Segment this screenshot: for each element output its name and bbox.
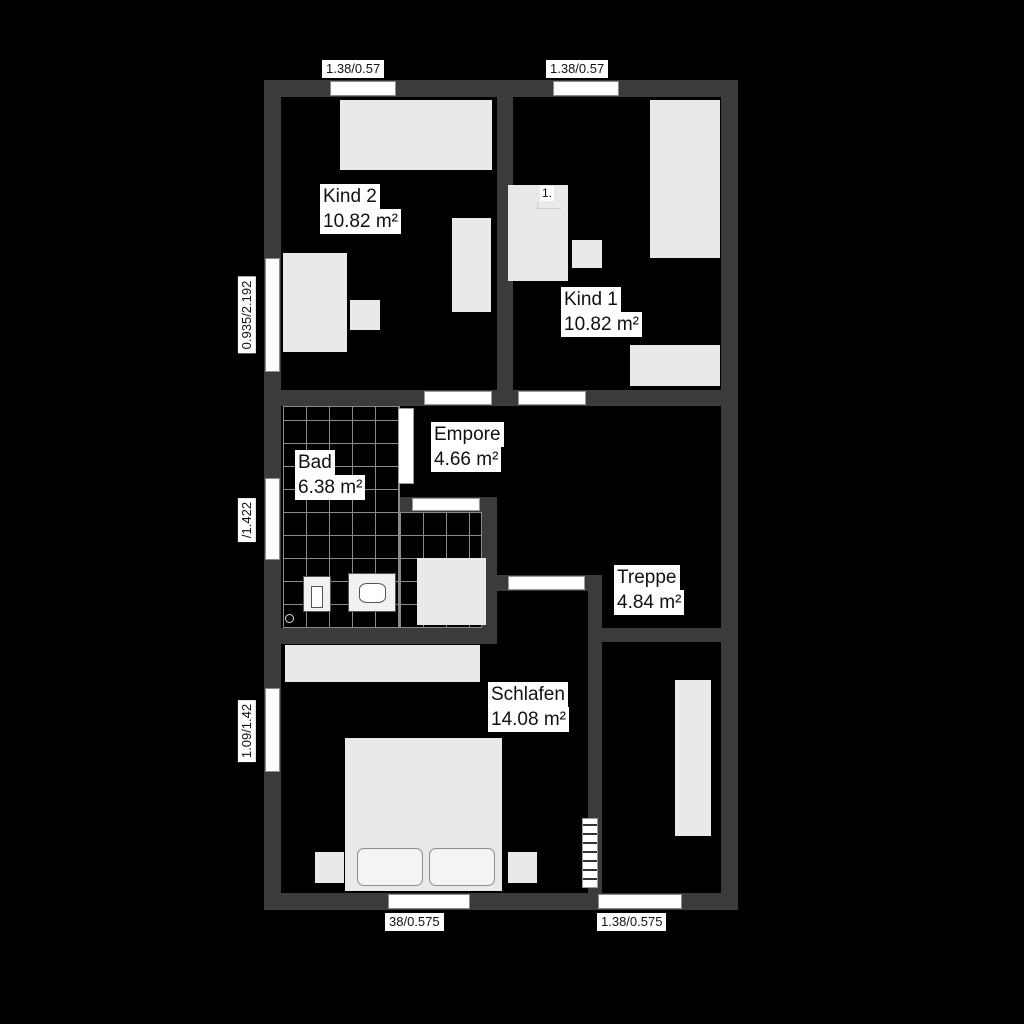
room-area: 6.38 m² [295,475,366,501]
schlafen-pillow-right [429,848,495,886]
shower [417,558,486,625]
dim-marker: 1. [540,186,555,201]
sink-basin [359,583,386,603]
room-name: Schlafen [488,682,568,708]
dim-bottom-left: 38/0.575 [385,913,444,932]
room-area: 4.84 m² [614,590,685,616]
schlafen-wardrobe [285,645,480,682]
kind2-desk [452,218,491,312]
room-label-treppe: Treppe 4.84 m² [614,565,685,616]
right-room-closet [675,680,711,836]
door-kind1 [518,391,586,405]
wall-east-vertical [588,575,602,893]
window-top-right [553,81,619,96]
room-name: Treppe [614,565,680,591]
empore-railing [398,408,414,484]
kind1-bed [508,185,568,281]
dim-marker-tick [537,202,538,209]
dim-left-middle: /1.422 [237,497,257,543]
room-label-kind2: Kind 2 10.82 m² [320,184,401,235]
bath-tile-floor [283,406,400,628]
door-bad [412,498,480,511]
window-bottom-right [598,894,682,909]
window-left-upper [265,258,280,372]
dim-left-lower: 1.09/1.42 [237,699,257,763]
sink [348,573,396,612]
room-name: Kind 2 [320,184,380,210]
schlafen-nightstand-left [315,852,344,883]
room-area: 4.66 m² [431,447,502,473]
window-top-left [330,81,396,96]
room-name: Bad [295,450,335,476]
toilet-bowl [311,586,323,608]
room-area: 14.08 m² [488,707,569,733]
kind1-wardrobe [650,100,720,258]
window-left-middle [265,478,280,560]
room-label-bad: Bad 6.38 m² [295,450,366,501]
schlafen-pillow-left [357,848,423,886]
wall-interior-main [281,390,721,406]
wall-outer-right [721,80,738,910]
kind2-wardrobe [340,100,492,170]
door-right-room [582,818,598,888]
wall-treppe-south [602,628,721,642]
door-kind2 [424,391,492,405]
kind2-nightstand [350,300,380,330]
wall-bad-south [281,628,497,644]
room-area: 10.82 m² [561,312,642,338]
room-label-kind1: Kind 1 10.82 m² [561,287,642,338]
schlafen-nightstand-right [508,852,537,883]
dim-top-right: 1.38/0.57 [546,60,609,79]
dim-bottom-right: 1.38/0.575 [597,913,667,932]
room-label-empore: Empore 4.66 m² [431,422,504,473]
toilet [303,576,331,612]
window-bottom-left [388,894,470,909]
room-name: Kind 1 [561,287,621,313]
kind1-dresser [630,345,720,386]
door-hinge-dot [285,614,294,623]
wall-kind-divider [497,97,513,390]
room-area: 10.82 m² [320,209,401,235]
room-label-schlafen: Schlafen 14.08 m² [488,682,569,733]
kind1-nightstand [572,240,602,268]
kind2-bed [283,253,347,352]
room-name: Empore [431,422,504,448]
dim-marker-line [537,208,561,209]
dim-top-left: 1.38/0.57 [322,60,385,79]
window-left-lower [265,688,280,772]
door-schlafen [508,576,585,590]
dim-left-upper: 0.935/2.192 [237,276,257,354]
